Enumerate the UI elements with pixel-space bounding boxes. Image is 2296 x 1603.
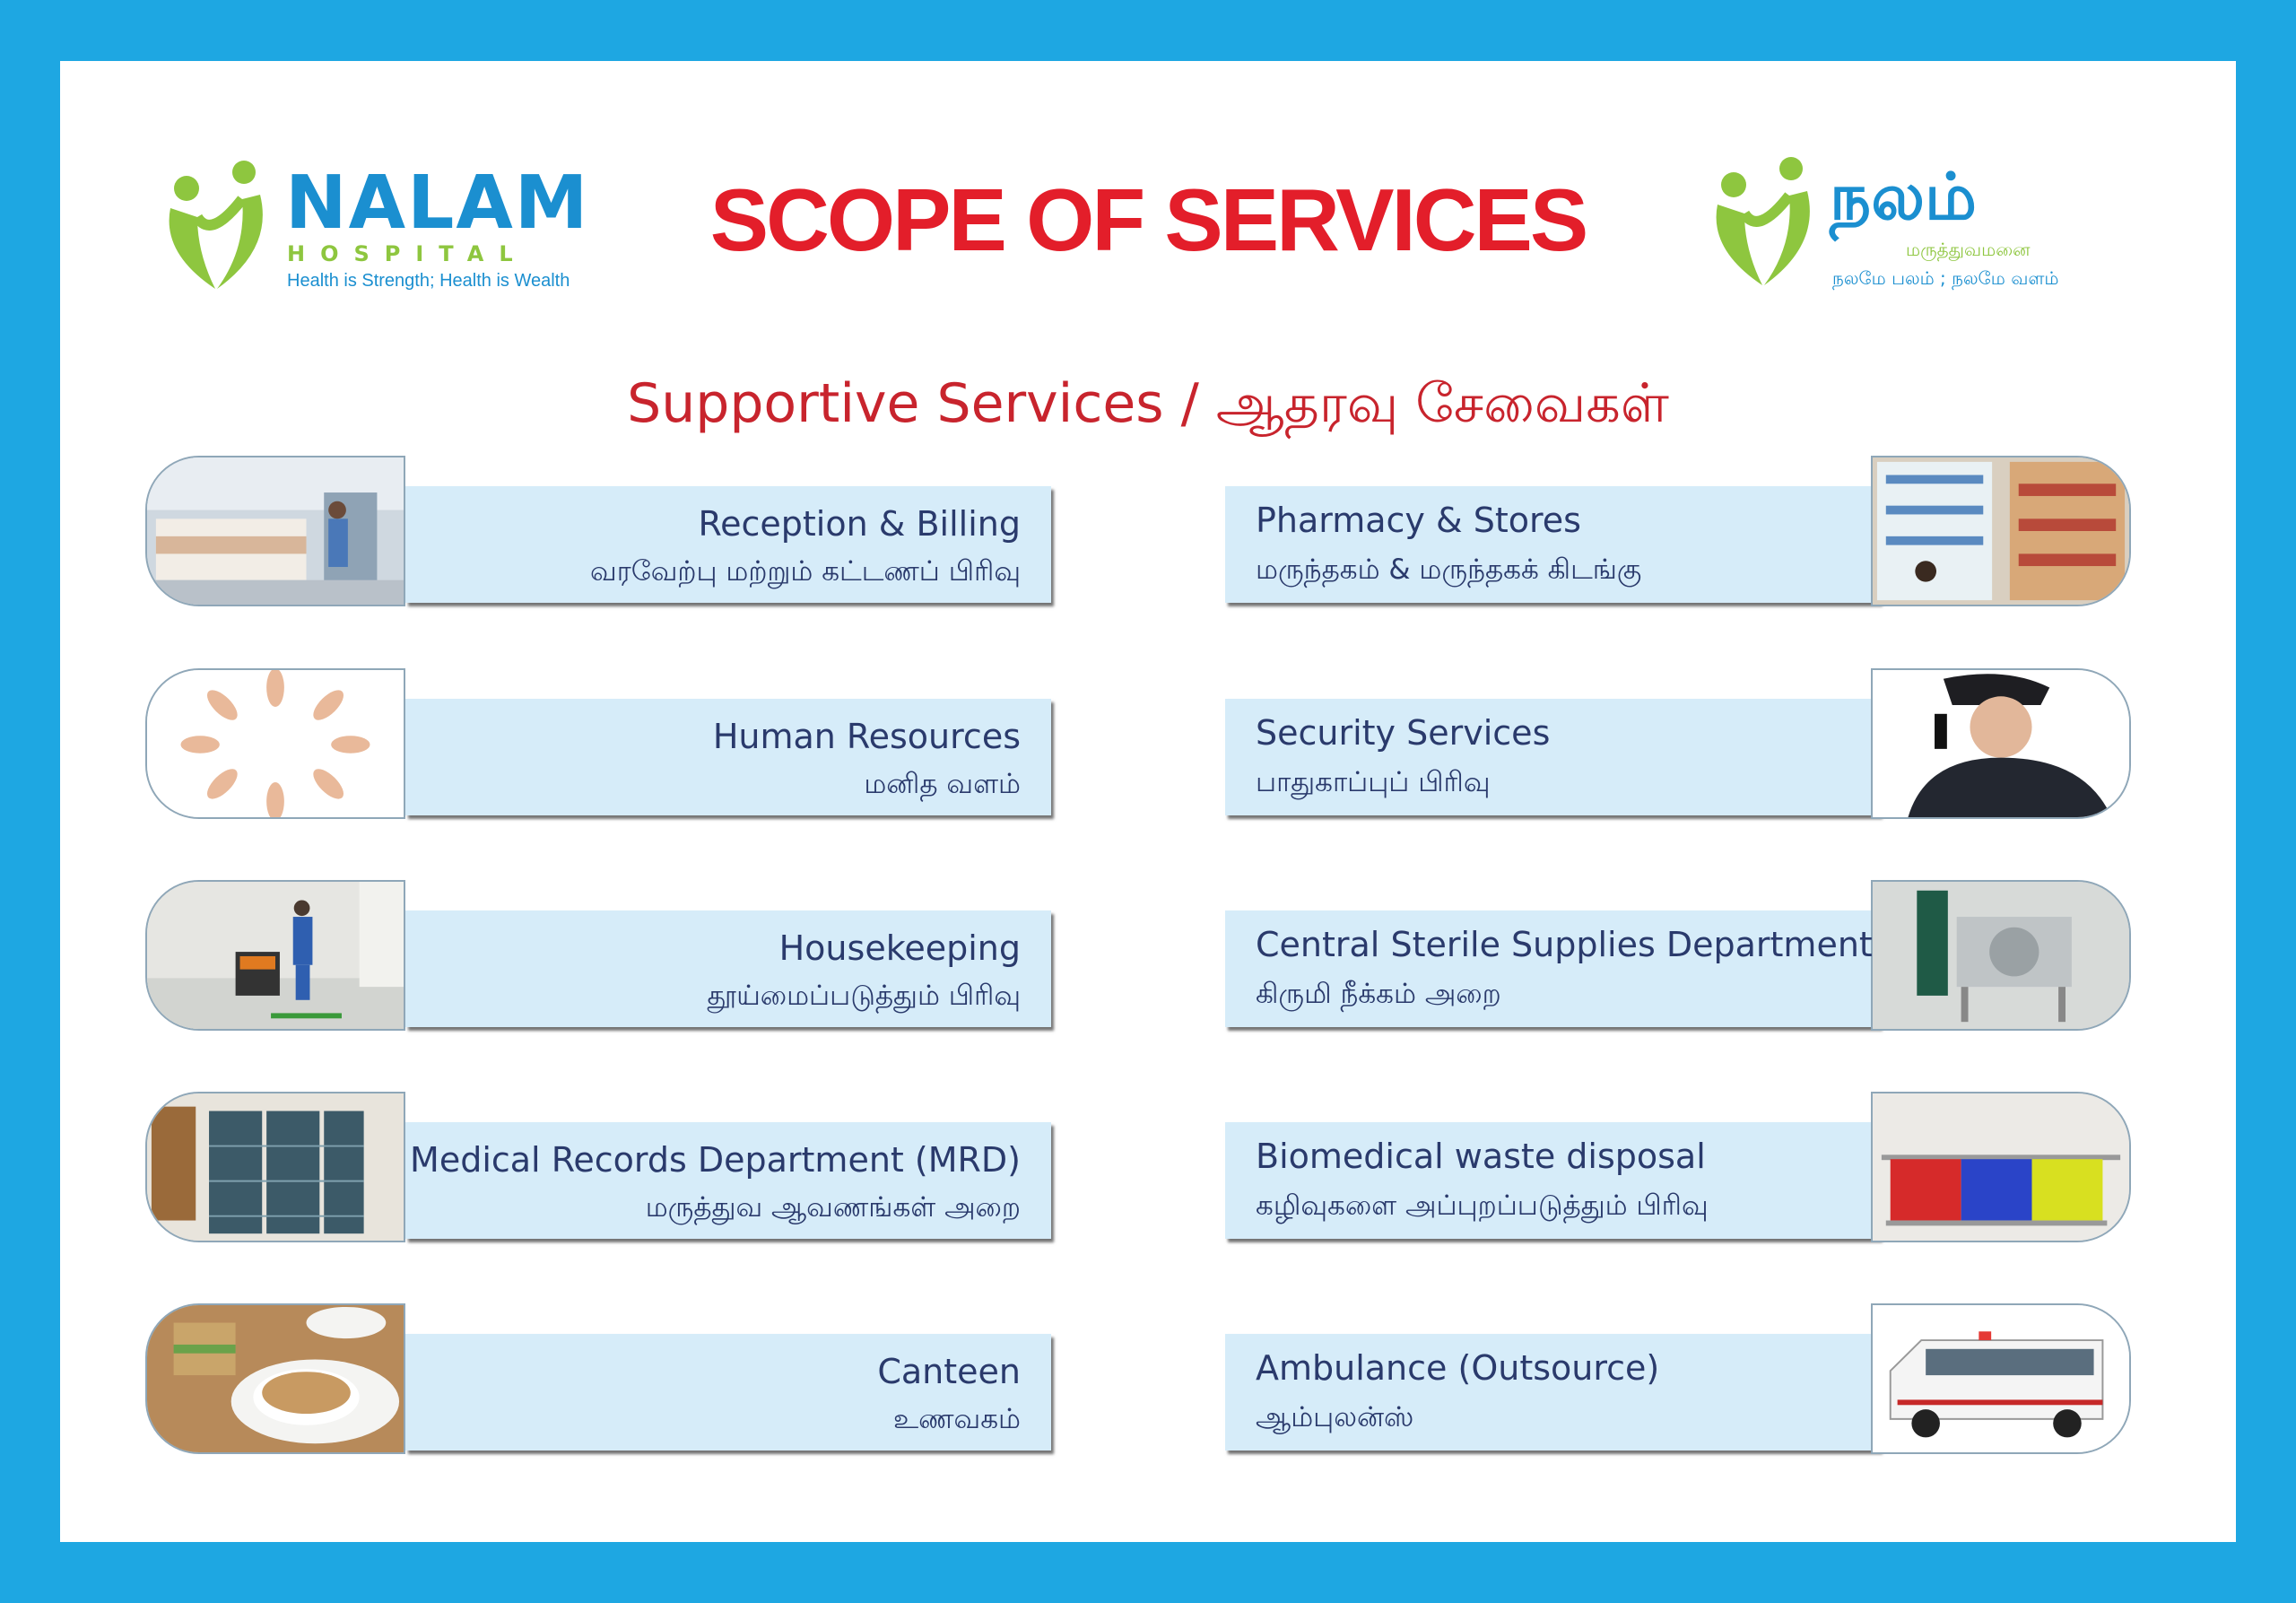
service-title-en: Housekeeping bbox=[778, 928, 1021, 968]
service-panel bbox=[1225, 486, 1880, 603]
service-title-en: Medical Records Department (MRD) bbox=[410, 1140, 1021, 1180]
nalam-tamil-logo: நலம் மருத்துவமனை நலமே பலம் ; நலமே வளம் bbox=[1709, 151, 2094, 303]
service-title-ta: தூய்மைப்படுத்தும் பிரிவு bbox=[707, 980, 1021, 1012]
service-card-cssd: Central Sterile Supplies Department கிரு… bbox=[1225, 880, 2131, 1034]
brand-name-ta: நலம் bbox=[1830, 159, 1977, 234]
pharmacy-shelves-photo bbox=[1871, 456, 2131, 606]
service-card-canteen: Canteen உணவகம் bbox=[145, 1303, 1051, 1458]
service-title-en: Human Resources bbox=[712, 717, 1021, 756]
housekeeping-photo bbox=[145, 880, 405, 1031]
security-guard-photo bbox=[1871, 668, 2131, 819]
service-panel bbox=[405, 699, 1051, 815]
service-title-en: Ambulance (Outsource) bbox=[1256, 1348, 1660, 1388]
service-title-en: Reception & Billing bbox=[698, 504, 1021, 544]
service-panel bbox=[405, 910, 1051, 1027]
service-card-mrd: Medical Records Department (MRD) மருத்து… bbox=[145, 1092, 1051, 1246]
service-card-housekeeping: Housekeeping தூய்மைப்படுத்தும் பிரிவு bbox=[145, 880, 1051, 1034]
service-title-en: Security Services bbox=[1256, 713, 1551, 753]
service-title-en: Biomedical waste disposal bbox=[1256, 1137, 1706, 1176]
service-card-biomedical-waste: Biomedical waste disposal கழிவுகளை அப்பு… bbox=[1225, 1092, 2131, 1246]
service-card-hr: Human Resources மனித வளம் bbox=[145, 668, 1051, 823]
sterilizer-photo bbox=[1871, 880, 2131, 1031]
brand-name-en: NALAM bbox=[285, 161, 590, 246]
service-title-en: Canteen bbox=[877, 1352, 1021, 1391]
reception-photo bbox=[145, 456, 405, 606]
service-card-security: Security Services பாதுகாப்புப் பிரிவு bbox=[1225, 668, 2131, 823]
service-title-ta: மனித வளம் bbox=[864, 768, 1021, 800]
service-panel bbox=[405, 486, 1051, 603]
waste-bins-photo bbox=[1871, 1092, 2131, 1242]
heart-people-icon bbox=[169, 161, 263, 289]
service-panel bbox=[1225, 699, 1880, 815]
hands-circle-photo bbox=[145, 668, 405, 819]
records-cabinet-photo bbox=[145, 1092, 405, 1242]
service-panel bbox=[1225, 1122, 1880, 1239]
service-title-ta: வரவேற்பு மற்றும் கட்டணப் பிரிவு bbox=[590, 555, 1021, 588]
service-title-ta: மருந்தகம் & மருந்தகக் கிடங்கு bbox=[1256, 553, 1642, 586]
service-title-en: Pharmacy & Stores bbox=[1256, 501, 1581, 540]
ambulance-photo bbox=[1871, 1303, 2131, 1454]
section-title: Supportive Services / ஆதரவு சேவைகள் bbox=[627, 372, 1669, 435]
service-panel bbox=[1225, 910, 1880, 1027]
page-title: SCOPE OF SERVICES bbox=[709, 170, 1588, 269]
brand-sub-en: HOSPITAL bbox=[287, 241, 528, 266]
brand-tagline-ta: நலமே பலம் ; நலமே வளம் bbox=[1832, 267, 2059, 289]
nalam-hospital-logo: NALAM HOSPITAL Health is Strength; Healt… bbox=[161, 154, 587, 307]
service-title-ta: மருத்துவ ஆவணங்கள் அறை bbox=[645, 1191, 1021, 1224]
service-title-ta: பாதுகாப்புப் பிரிவு bbox=[1256, 766, 1491, 798]
service-title-ta: கழிவுகளை அப்புறப்படுத்தும் பிரிவு bbox=[1256, 1189, 1709, 1222]
service-panel bbox=[405, 1122, 1051, 1239]
service-title-ta: ஆம்புலன்ஸ் bbox=[1256, 1401, 1414, 1433]
service-title-ta: கிருமி நீக்கம் அறை bbox=[1256, 978, 1501, 1010]
service-panel bbox=[1225, 1334, 1880, 1451]
service-title-en: Central Sterile Supplies Department bbox=[1256, 925, 1873, 964]
heart-people-icon bbox=[1716, 157, 1810, 285]
service-panel bbox=[405, 1334, 1051, 1451]
brand-tagline-en: Health is Strength; Health is Wealth bbox=[287, 271, 570, 291]
tea-sandwich-photo bbox=[145, 1303, 405, 1454]
service-card-ambulance: Ambulance (Outsource) ஆம்புலன்ஸ் bbox=[1225, 1303, 2131, 1458]
service-card-reception: Reception & Billing வரவேற்பு மற்றும் கட்… bbox=[145, 456, 1051, 610]
brand-sub-ta: மருத்துவமனை bbox=[1906, 239, 2031, 260]
service-card-pharmacy: Pharmacy & Stores மருந்தகம் & மருந்தகக் … bbox=[1225, 456, 2131, 610]
service-title-ta: உணவகம் bbox=[892, 1403, 1021, 1435]
